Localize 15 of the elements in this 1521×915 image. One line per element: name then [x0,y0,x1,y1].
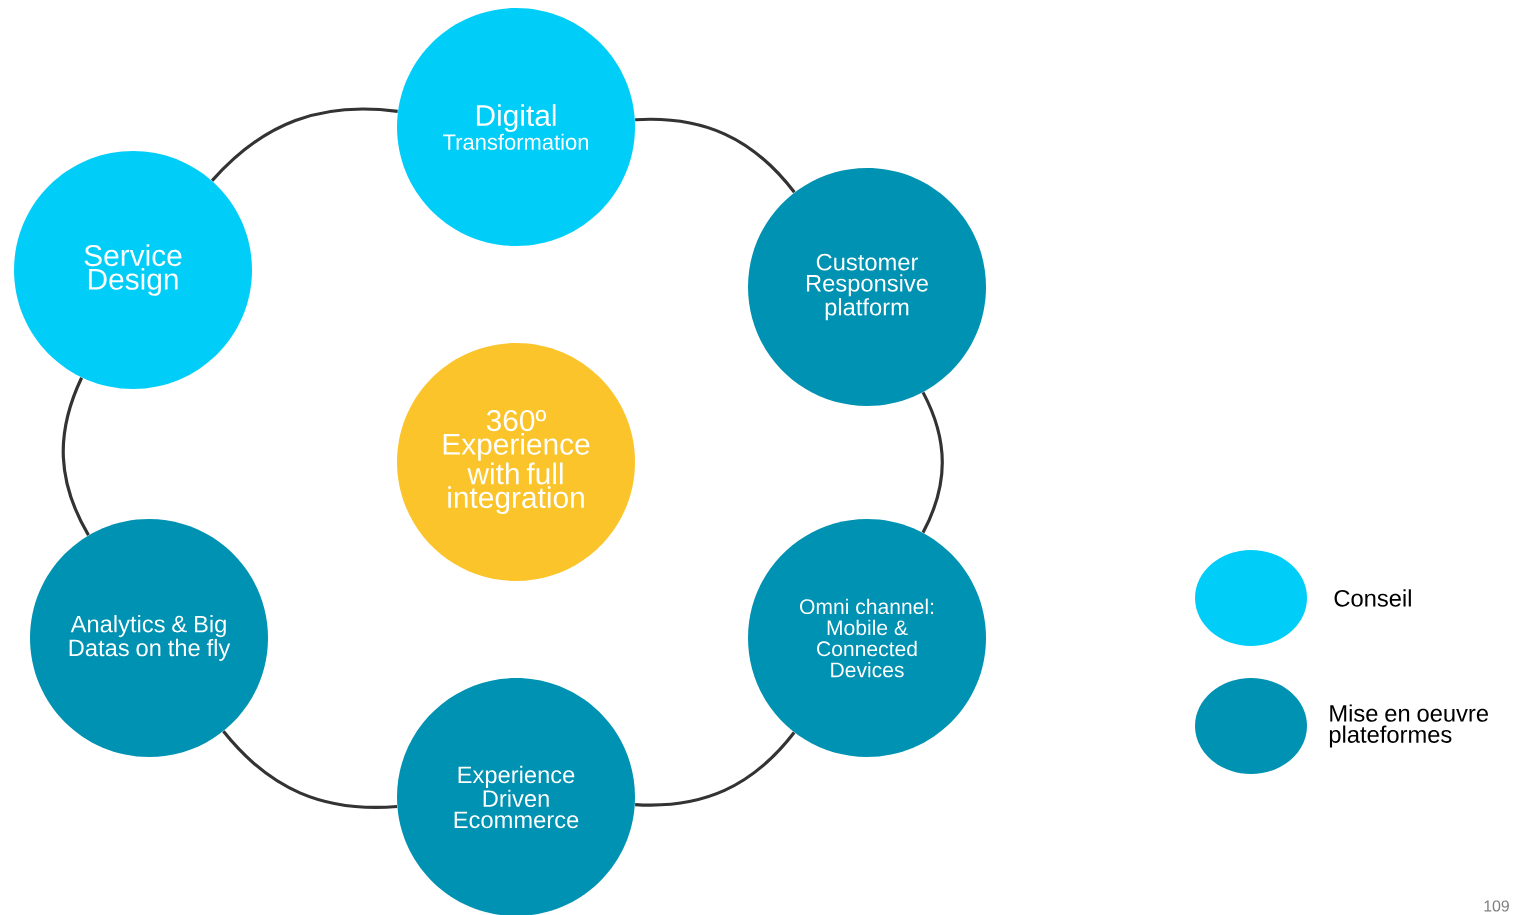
ring-arc [635,731,796,807]
legend-label: Conseil [1334,589,1411,607]
page-number: 109 [1484,900,1509,912]
circle-node: Analytics & Big Datas on the fly [30,519,268,757]
circle-node: Customer Responsive platform [748,168,986,406]
ring-arc [635,117,796,194]
ring-arc [222,730,398,809]
legend-label: Mise en oeuvre plateformes [1329,704,1488,748]
ring-arc [921,391,944,534]
circle-node: Digital Transformation [397,8,635,246]
ring-arc [61,377,90,536]
circle-node: Service Design [14,151,252,389]
ring-arc [211,107,398,182]
circle-node: 360º Experience with full integration [397,343,635,581]
circle-node: Omni channel: Mobile & Connected Devices [748,519,986,757]
